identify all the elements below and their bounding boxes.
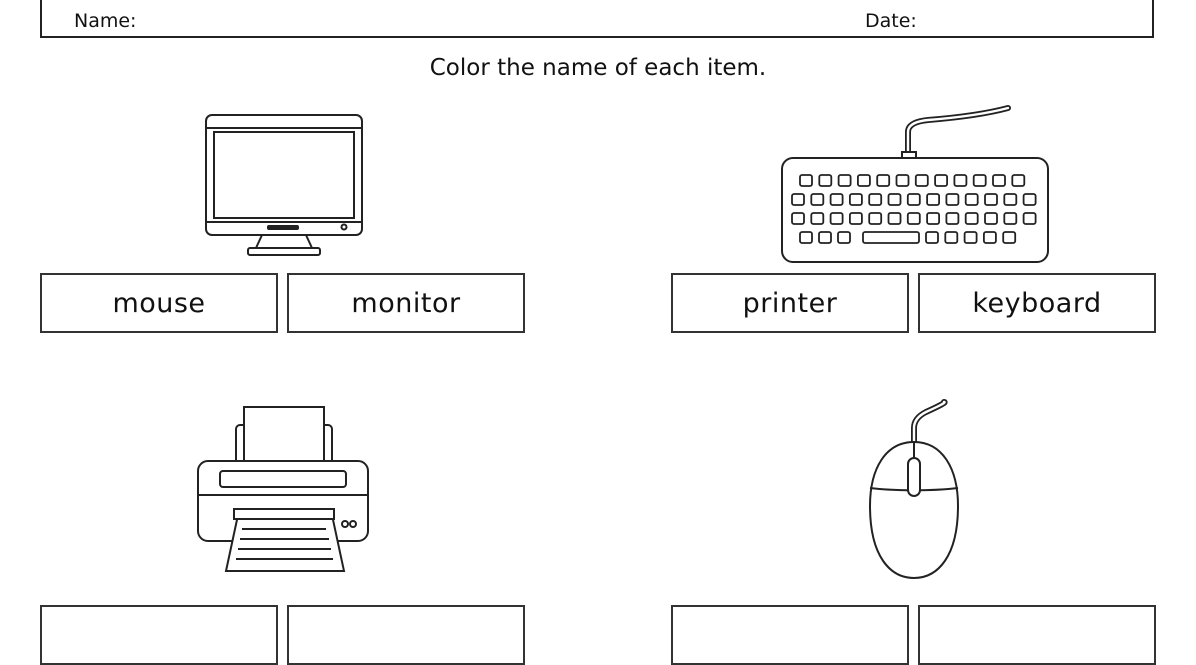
keyboard-key (1011, 174, 1026, 187)
keyboard-key (868, 212, 883, 225)
keyboard-key (914, 174, 929, 187)
mouse-icon (868, 399, 960, 580)
keyboard-key (887, 212, 902, 225)
keyboard-key (1022, 193, 1037, 206)
keyboard-key (849, 212, 863, 225)
keyboard-key (964, 212, 979, 225)
keyboard-key (862, 231, 920, 244)
choice-box-mouse-right[interactable] (918, 605, 1156, 665)
instruction-text: Color the name of each item. (429, 55, 767, 81)
choice-box-printer-right[interactable] (287, 605, 525, 665)
keyboard-key (791, 193, 805, 206)
choice-box-printer-left[interactable] (40, 605, 278, 665)
choice-printer[interactable]: printer (671, 273, 909, 333)
keyboard-key (857, 174, 871, 187)
keyboard-key (984, 212, 998, 225)
keyboard-key (926, 193, 941, 206)
keyboard-icon (781, 105, 1049, 263)
keyboard-key (829, 193, 844, 206)
keyboard-key (810, 212, 825, 225)
keyboard-key (799, 231, 813, 244)
keyboard-key (984, 193, 998, 206)
keyboard-key (972, 174, 987, 187)
keyboard-key (906, 193, 921, 206)
keyboard-key (992, 174, 1006, 187)
keyboard-key (963, 231, 978, 244)
keyboard-key (1022, 212, 1037, 225)
keyboard-key (837, 231, 851, 244)
keyboard-key (906, 212, 921, 225)
keyboard-key (818, 231, 832, 244)
keyboard-key (837, 174, 852, 187)
date-label: Date: (865, 10, 917, 32)
keyboard-key (799, 174, 813, 187)
monitor-icon (205, 114, 363, 256)
keyboard-key (868, 193, 883, 206)
keyboard-key (1003, 193, 1018, 206)
printer-icon (197, 406, 369, 572)
keyboard-key (982, 231, 997, 244)
keyboard-key (849, 193, 863, 206)
keyboard-key (945, 212, 960, 225)
keyboard-key (926, 212, 941, 225)
keyboard-key (1002, 231, 1017, 244)
keyboard-key (934, 174, 949, 187)
choice-keyboard[interactable]: keyboard (918, 273, 1156, 333)
keyboard-key (887, 193, 902, 206)
choice-box-mouse-left[interactable] (671, 605, 909, 665)
keyboard-key (895, 174, 910, 187)
keyboard-key (953, 174, 968, 187)
keyboard-key (829, 212, 844, 225)
choice-mouse[interactable]: mouse (40, 273, 278, 333)
keyboard-key (964, 193, 979, 206)
keyboard-key (810, 193, 825, 206)
name-date-header: Name: Date: (40, 0, 1154, 38)
keyboard-key (944, 231, 959, 244)
keyboard-key (791, 212, 805, 225)
keyboard-key (818, 174, 833, 187)
name-label: Name: (74, 10, 137, 32)
keyboard-key (876, 174, 891, 187)
keyboard-key (945, 193, 960, 206)
keyboard-key (1003, 212, 1018, 225)
choice-monitor[interactable]: monitor (287, 273, 525, 333)
keyboard-key (925, 231, 939, 244)
